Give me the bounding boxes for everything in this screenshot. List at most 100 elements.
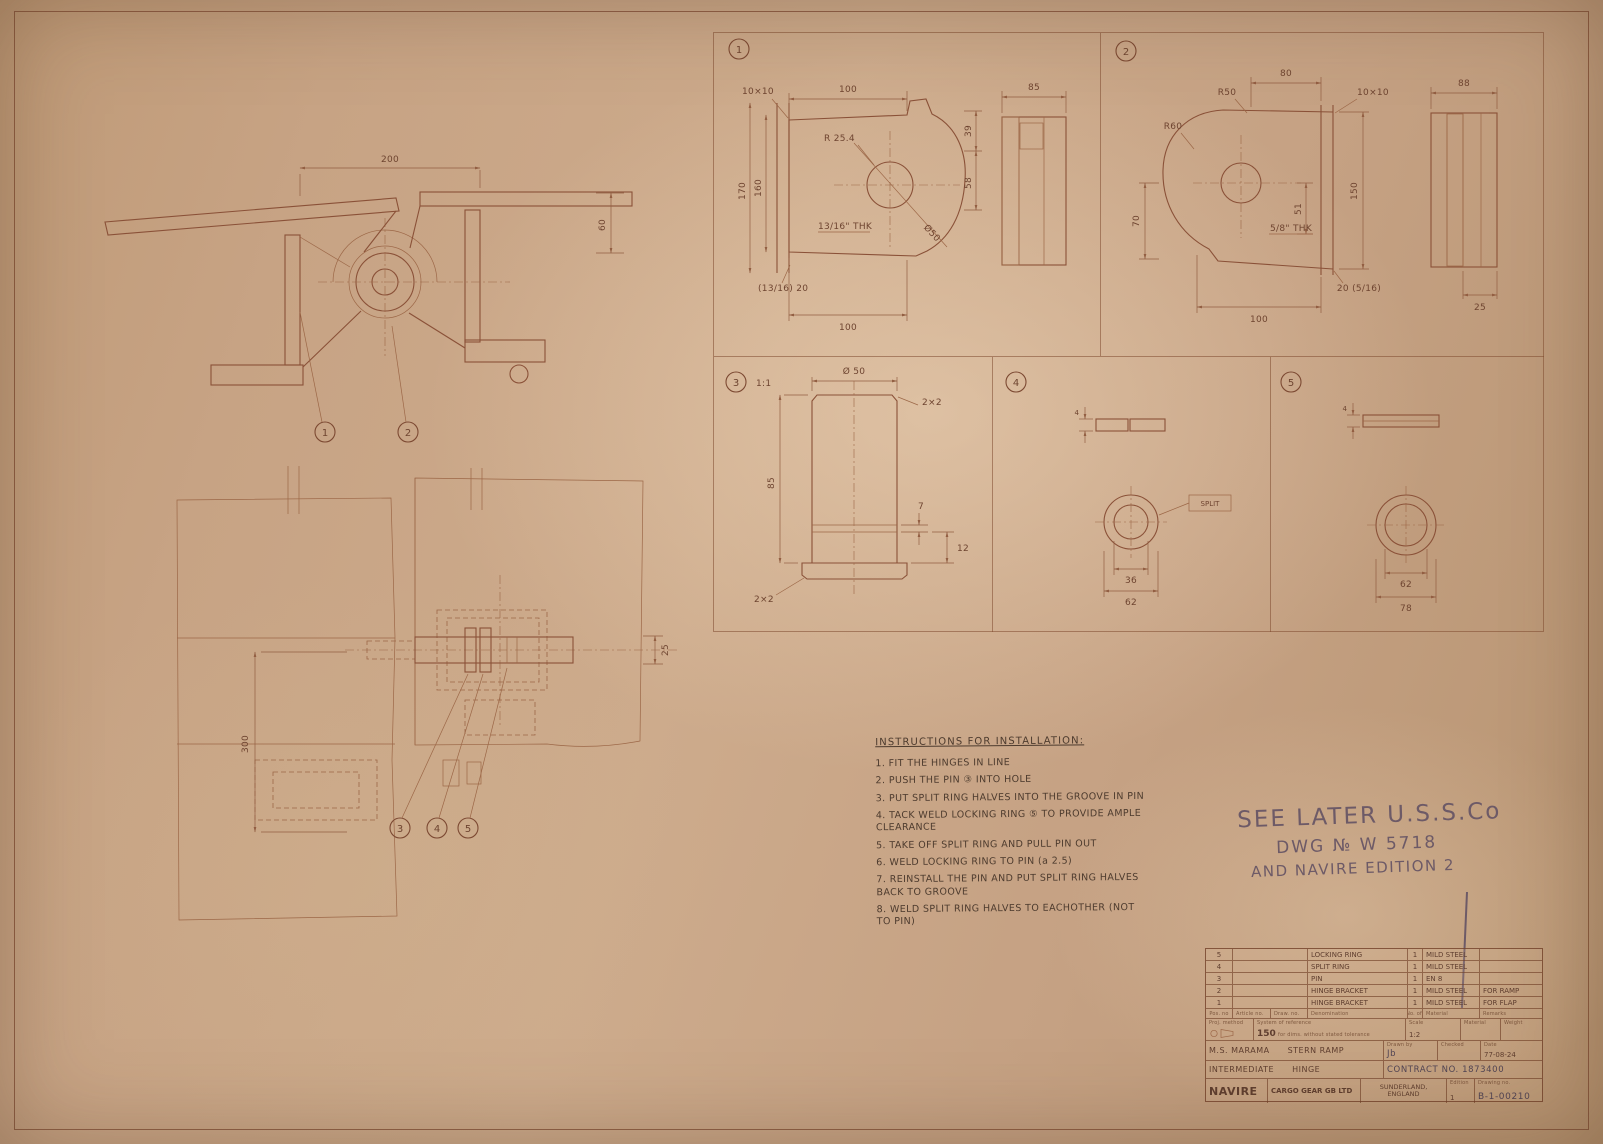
panel4-drawing: 4 4 SPLIT [1005, 371, 1232, 608]
instruction-step-6: 6. WELD LOCKING RING TO PIN (a 2.5) [876, 855, 1073, 869]
panel2-dims: 80 R50 10×10 R60 51 150 [1132, 69, 1389, 325]
panel1-balloon: 1 [728, 38, 750, 60]
locking-ring-front-view [1367, 486, 1445, 564]
material-label: Material [1464, 1020, 1486, 1026]
parts-header-row: Pos. no Article no. Draw. no. Denominati… [1206, 1009, 1542, 1019]
split-ring-side-view: 4 [1075, 407, 1166, 443]
date-label: Date [1484, 1042, 1497, 1048]
part-article [1233, 985, 1308, 996]
ramp-web-plate [210, 234, 304, 386]
parts-row-2: 2 HINGE BRACKET 1 MILD STEEL FOR RAMP [1206, 985, 1542, 997]
svg-text:7: 7 [918, 502, 924, 512]
dim-25: 25 [643, 635, 671, 665]
svg-text:62: 62 [1125, 598, 1137, 608]
part-remarks: FOR FLAP [1483, 998, 1517, 1007]
panel1-drawing: 1 100 10×10 R [728, 38, 1067, 333]
header-pos: Pos. no [1206, 1009, 1233, 1018]
locking-ring-side-view: 4 [1343, 403, 1440, 439]
svg-text:12: 12 [957, 544, 969, 554]
flap-plate [419, 191, 633, 207]
dim-300: 300 [241, 651, 347, 833]
balloon-1: 1 [299, 311, 336, 443]
svg-text:4: 4 [1343, 405, 1348, 413]
instruction-step-4: 4. TACK WELD LOCKING RING ⑤ TO PROVIDE A… [875, 807, 1142, 834]
svg-text:20 (5/16): 20 (5/16) [1337, 284, 1381, 294]
iso-note: for dims. without stated tolerance [1278, 1032, 1370, 1038]
iso-value: 150 [1257, 1029, 1276, 1039]
drawn-by-label: Drawn by [1387, 1042, 1413, 1048]
bracket-section-view: 85 [1001, 83, 1067, 266]
parts-row-4: 4 SPLIT RING 1 MILD STEEL [1206, 961, 1542, 973]
svg-text:2: 2 [1123, 47, 1129, 58]
svg-text:R50: R50 [1218, 88, 1237, 98]
part-pos: 2 [1206, 985, 1233, 996]
bracket-main-view [776, 98, 966, 273]
project-name: STERN RAMP [1287, 1046, 1345, 1055]
sheet-border-frame [14, 11, 1589, 1130]
reference-row: Proj. method System of reference 150 for… [1206, 1019, 1542, 1041]
svg-text:300: 300 [241, 735, 251, 753]
svg-text:100: 100 [1250, 315, 1268, 325]
svg-text:160: 160 [754, 179, 764, 197]
panel1-dims: 100 10×10 R 25.4 Ø50 170 160 39 [738, 85, 982, 333]
panel3-scale-label: 1:1 [756, 379, 771, 389]
company-location: SUNDERLAND, ENGLAND [1361, 1079, 1447, 1103]
part-denomination: SPLIT RING [1308, 961, 1408, 972]
parts-row-3: 3 PIN 1 EN 8 [1206, 973, 1542, 985]
instruction-step-2: 2. PUSH THE PIN ③ INTO HOLE [875, 774, 1032, 787]
date-value: 77-08-24 [1484, 1051, 1516, 1059]
part-denomination: LOCKING RING [1308, 949, 1408, 960]
panel3-dims: Ø 50 85 2×2 2×2 7 [754, 366, 969, 605]
instruction-step-1: 1. FIT THE HINGES IN LINE [875, 757, 1011, 770]
flap-web-plate [464, 209, 546, 384]
panel4-dims: 36 62 [1103, 541, 1159, 608]
part-remarks [1480, 949, 1542, 960]
svg-text:5/8" THK: 5/8" THK [1270, 224, 1313, 234]
instruction-step-3: 3. PUT SPLIT RING HALVES INTO THE GROOVE… [875, 790, 1145, 804]
part-qty: 1 [1408, 961, 1423, 972]
detail-panel-2: 2 80 R50 10×10 [1101, 33, 1544, 357]
part-qty: 1 [1408, 985, 1423, 996]
material-header-cell: Material [1461, 1019, 1501, 1040]
weight-header-cell: Weight [1501, 1019, 1542, 1040]
svg-text:85: 85 [767, 477, 777, 489]
detail-panel-1: 1 100 10×10 R [714, 33, 1101, 357]
part-material: MILD STEEL [1423, 985, 1480, 996]
detail-panel-grid: 1 100 10×10 R [713, 32, 1544, 632]
balloon-2: 2 [391, 325, 419, 443]
header-article: Article no. [1233, 1009, 1271, 1018]
project-title-cell: M.S. MARAMA STERN RAMP [1206, 1041, 1384, 1060]
handwritten-note: SEE LATER U.S.S.Co DWG № W 5718 AND NAVI… [1237, 797, 1549, 882]
balloon-4: 4 [426, 673, 484, 839]
part-article [1233, 949, 1308, 960]
svg-text:2×2: 2×2 [754, 595, 774, 605]
parts-row-5: 5 LOCKING RING 1 MILD STEEL [1206, 949, 1542, 961]
part-pos: 4 [1206, 961, 1233, 972]
part-remarks: FOR RAMP [1483, 986, 1520, 995]
svg-text:170: 170 [738, 182, 748, 200]
part-material: MILD STEEL [1423, 949, 1480, 960]
part-pos: 5 [1206, 949, 1233, 960]
detail-panel-5: 5 4 [1271, 357, 1544, 632]
svg-text:25: 25 [1474, 303, 1486, 313]
part-qty: 1 [1408, 949, 1423, 960]
svg-text:Ø50: Ø50 [921, 222, 942, 244]
instruction-step-5: 5. TAKE OFF SPLIT RING AND PULL PIN OUT [876, 837, 1097, 851]
scale-cell: Scale 1:2 [1406, 1019, 1461, 1040]
svg-text:200: 200 [381, 155, 399, 165]
weight-label: Weight [1504, 1020, 1523, 1026]
part-pos: 1 [1206, 997, 1233, 1008]
svg-text:2×2: 2×2 [922, 398, 942, 408]
part-material: MILD STEEL [1423, 997, 1480, 1008]
part-qty: 1 [1408, 997, 1423, 1008]
projection-symbol-icon [1210, 1029, 1234, 1038]
svg-text:80: 80 [1280, 69, 1292, 79]
hinge-pin-section [299, 205, 510, 368]
svg-text:13/16" THK: 13/16" THK [818, 222, 873, 232]
dim-200: 200 [299, 155, 481, 196]
part-article [1233, 961, 1308, 972]
svg-text:58: 58 [964, 177, 974, 189]
part-material: MILD STEEL [1423, 961, 1480, 972]
company-name: CARGO GEAR GB LTD [1268, 1079, 1361, 1103]
svg-text:100: 100 [839, 323, 857, 333]
